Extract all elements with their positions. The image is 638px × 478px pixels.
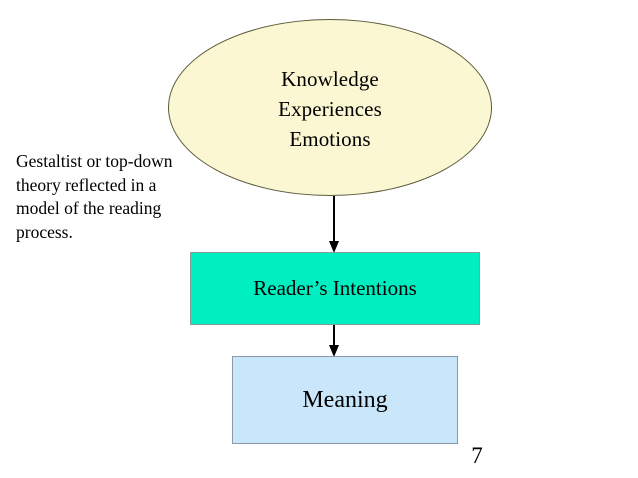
caption-text: Gestaltist or top-down theory reflected … [16, 150, 226, 244]
caption-line-2: theory reflected in a [16, 174, 157, 195]
page-number: 7 [471, 443, 483, 468]
node-knowledge-line-3: Emotions [289, 127, 371, 151]
node-meaning-label: Meaning [302, 386, 388, 413]
edge-knowledge-intentions-arrow [326, 196, 342, 254]
node-knowledge-line-1: Knowledge [281, 67, 379, 91]
edge-intentions-meaning-arrow [326, 325, 342, 358]
caption-line-1: Gestaltist or top-down [16, 151, 173, 171]
node-knowledge-line-2: Experiences [278, 97, 382, 121]
node-intentions-label: Reader’s Intentions [253, 276, 417, 300]
caption-line-3: model of the reading [16, 198, 162, 218]
diagram-node-meaning[interactable]: Meaning [232, 356, 458, 444]
diagram-node-intentions[interactable]: Reader’s Intentions [190, 252, 480, 325]
node-knowledge-text: Knowledge Experiences Emotions [169, 64, 491, 154]
diagram-node-knowledge[interactable]: Knowledge Experiences Emotions [168, 19, 492, 196]
caption-line-4: process. [16, 221, 73, 242]
